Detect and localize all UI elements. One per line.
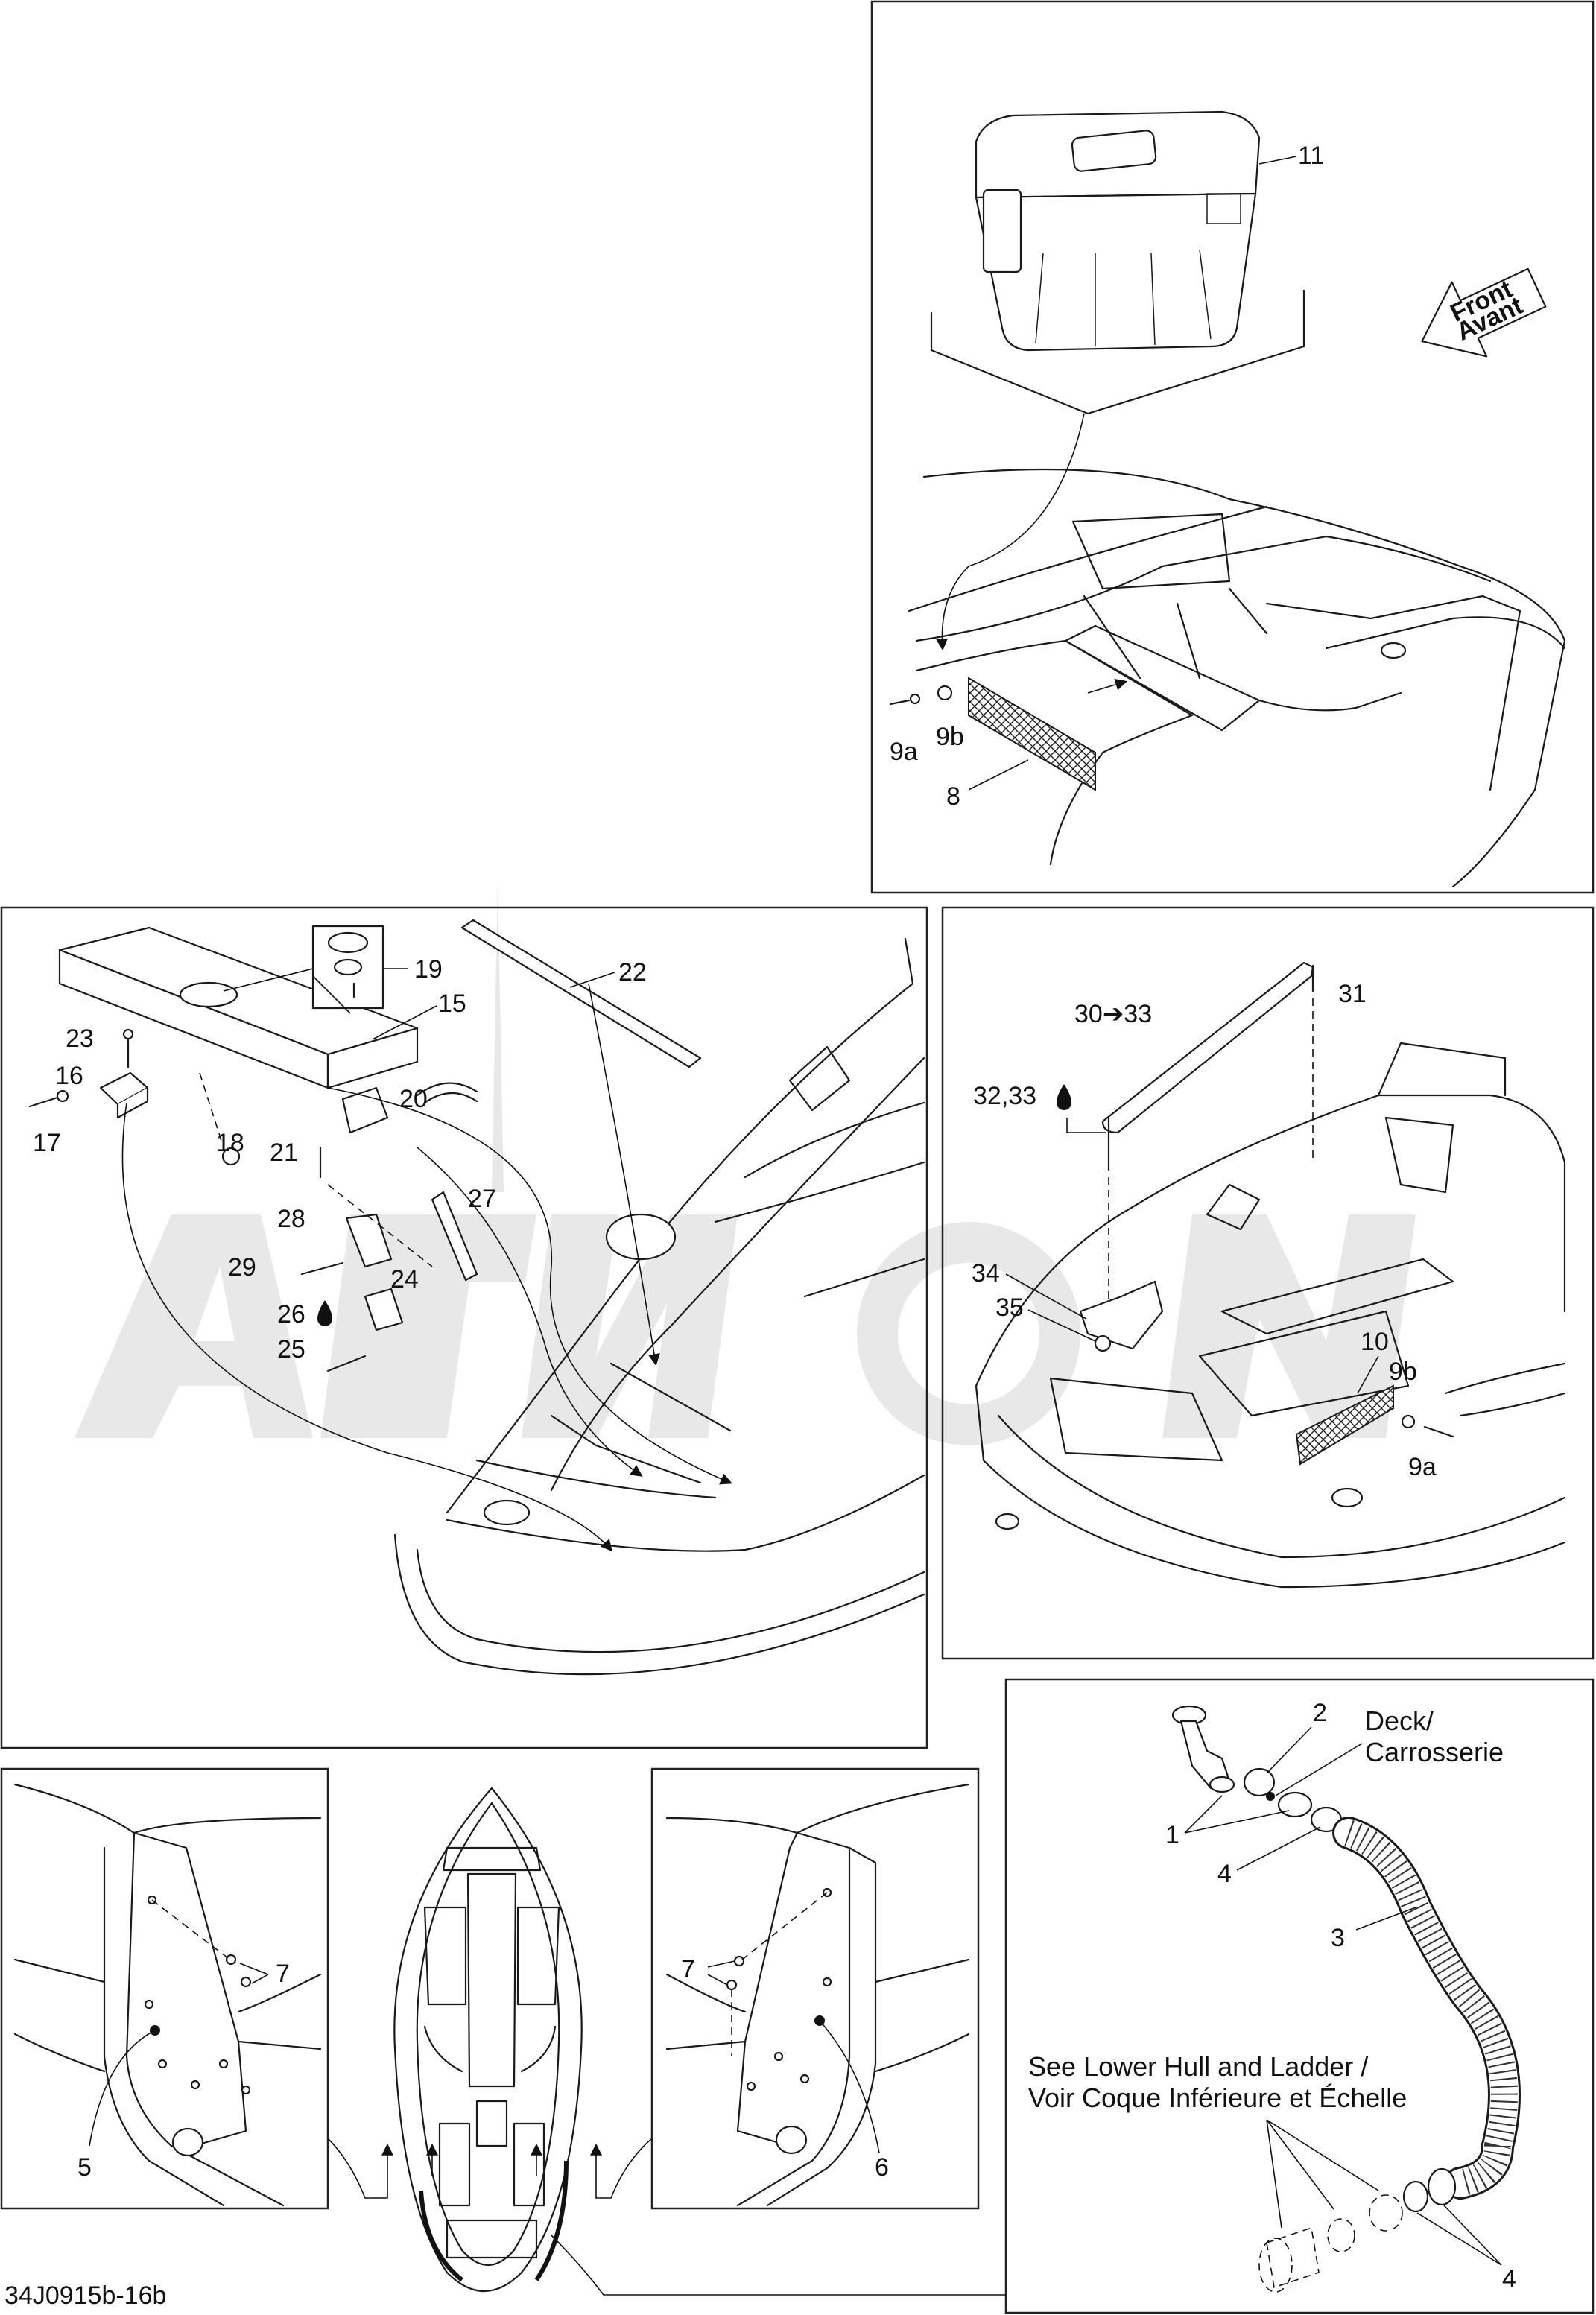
callout-9a-mid: 9a bbox=[1408, 1453, 1437, 1481]
callout-9a-top: 9a bbox=[890, 738, 918, 766]
latch-part-19 bbox=[223, 925, 408, 1014]
cooler-part-11 bbox=[975, 110, 1261, 352]
panel-storage-lid-drawing: 19 22 15 23 16 17 18 20 21 27 28 29 24 2… bbox=[28, 919, 925, 1676]
nut-part-1b bbox=[1277, 1791, 1313, 1818]
plate-part-34 bbox=[1079, 1280, 1164, 1350]
washer-part-35 bbox=[1094, 1334, 1112, 1352]
rod-part-30-33 bbox=[1101, 961, 1314, 1134]
panel-rear-storage bbox=[941, 906, 1595, 1660]
screw-9a-top bbox=[889, 693, 921, 706]
panel-drain-hose-drawing: Deck/ Carrosserie See Lower Hull and Lad… bbox=[1028, 1699, 1521, 2293]
callout-18: 18 bbox=[216, 1129, 244, 1157]
rear-deck-outline bbox=[393, 937, 925, 1676]
callout-21: 21 bbox=[270, 1139, 298, 1167]
deck-note-line1: Deck/ bbox=[1365, 1706, 1434, 1736]
panel-right-side-drawing: 6 7 bbox=[665, 1783, 970, 2207]
callout-22: 22 bbox=[618, 958, 647, 987]
panel-rear-storage-drawing: 30➔33 31 32,33 34 35 10 9b 9a bbox=[972, 961, 1566, 1589]
callout-4-top: 4 bbox=[1217, 1860, 1232, 1888]
screw-part-7-left-a bbox=[225, 1954, 237, 1966]
callout-11: 11 bbox=[1298, 142, 1324, 170]
screw-part-7-right-a bbox=[733, 1955, 745, 1967]
washer-9b-mid bbox=[1401, 1414, 1416, 1429]
callout-23: 23 bbox=[66, 1025, 94, 1053]
figure-code: 34J0915b-16b bbox=[4, 2281, 166, 2310]
callout-19: 19 bbox=[414, 955, 443, 984]
small-fasteners-left bbox=[28, 1028, 241, 1166]
callout-7-left: 7 bbox=[276, 1960, 290, 1988]
screw-part-7-right-b bbox=[726, 1979, 738, 1991]
callout-5: 5 bbox=[77, 2153, 92, 2182]
callout-17: 17 bbox=[33, 1129, 61, 1157]
panel-right-side bbox=[650, 1767, 980, 2210]
callout-34: 34 bbox=[972, 1259, 1000, 1288]
lower-hull-note-line2: Voir Coque Inférieure et Échelle bbox=[1028, 2083, 1407, 2113]
callout-25: 25 bbox=[277, 1335, 305, 1364]
panel-left-side-drawing: 5 7 bbox=[13, 1783, 322, 2207]
rear-storage-deck-outline bbox=[975, 1042, 1566, 1589]
callout-8: 8 bbox=[946, 782, 960, 811]
panel-left-side bbox=[0, 1767, 329, 2210]
callout-1: 1 bbox=[1165, 1821, 1179, 1849]
washer-9b-top bbox=[937, 685, 953, 701]
mesh-net-part-10 bbox=[1295, 1384, 1394, 1466]
screw-part-7-left-b bbox=[240, 1976, 252, 1988]
callout-16: 16 bbox=[55, 1062, 83, 1090]
gasket-part-2 bbox=[1243, 1767, 1276, 1797]
mesh-net-part-8 bbox=[968, 677, 1096, 791]
callout-10: 10 bbox=[1361, 1328, 1389, 1356]
drop-icon-2 bbox=[1057, 1084, 1071, 1110]
panel-drain-hose bbox=[1004, 1678, 1595, 2314]
screw-9a-mid bbox=[1423, 1425, 1454, 1438]
drain-fitting-part-1 bbox=[1171, 1705, 1235, 1793]
callout-35: 35 bbox=[995, 1293, 1024, 1322]
storage-lid-part-15 bbox=[58, 926, 419, 1089]
callout-2: 2 bbox=[1313, 1699, 1327, 1727]
panel-front-storage bbox=[870, 0, 1595, 894]
panel-storage-lid bbox=[0, 906, 928, 1749]
callout-9b-top: 9b bbox=[936, 723, 964, 751]
callout-6: 6 bbox=[875, 2153, 889, 2182]
lower-hull-note-line1: See Lower Hull and Ladder / bbox=[1028, 2051, 1368, 2082]
callout-15: 15 bbox=[438, 989, 466, 1018]
deck-note-line2: Carrosserie bbox=[1365, 1737, 1504, 1767]
callout-20: 20 bbox=[399, 1085, 428, 1113]
callout-27: 27 bbox=[468, 1185, 496, 1213]
callout-24: 24 bbox=[390, 1265, 419, 1293]
callout-4-bottom: 4 bbox=[1502, 2265, 1516, 2293]
direction-arrow-icon: Front Avant bbox=[1421, 267, 1547, 358]
callout-26: 26 bbox=[277, 1300, 305, 1328]
lower-hull-fittings bbox=[1258, 2194, 1403, 2293]
callout-31: 31 bbox=[1338, 980, 1367, 1008]
callout-9b-mid: 9b bbox=[1389, 1358, 1417, 1386]
callout-30-33: 30➔33 bbox=[1074, 1000, 1152, 1028]
front-deck-outline bbox=[908, 468, 1566, 888]
panel-front-storage-drawing: Front Avant 11 9a 9 bbox=[889, 110, 1566, 888]
clamp-part-4-bottom-b bbox=[1402, 2180, 1429, 2213]
watermark bbox=[75, 879, 1416, 1445]
callout-3: 3 bbox=[1331, 1924, 1345, 1952]
callout-32-33: 32,33 bbox=[973, 1082, 1036, 1110]
drop-icon bbox=[317, 1300, 332, 1326]
rail-part-22 bbox=[460, 919, 702, 1068]
callout-29: 29 bbox=[228, 1253, 256, 1282]
callout-7-right: 7 bbox=[681, 1955, 695, 1983]
callout-28: 28 bbox=[277, 1205, 305, 1233]
craft-top-view bbox=[327, 1787, 1006, 2296]
clamp-part-4-bottom-a bbox=[1427, 2167, 1457, 2206]
